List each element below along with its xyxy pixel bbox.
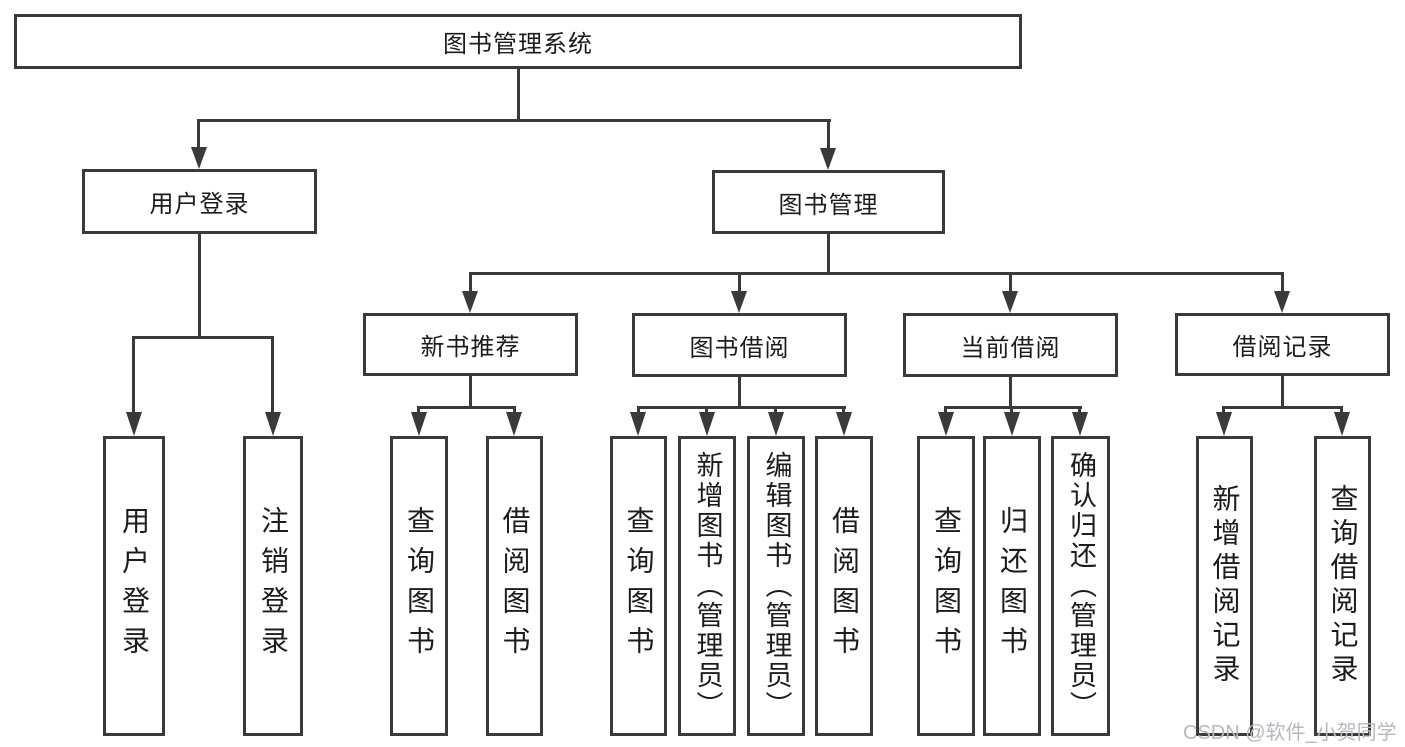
connector-line: [513, 406, 516, 414]
node-label: 新增图书（管理员）: [692, 451, 723, 721]
node-label: 用户登录: [119, 506, 150, 666]
node-current-borrow: 当前借阅: [903, 313, 1118, 377]
node-book-borrow: 图书借阅: [632, 313, 847, 377]
leaf-logout: 注销登录: [243, 436, 303, 736]
node-label: 借阅图书: [829, 506, 860, 666]
connector-line: [1078, 406, 1081, 414]
node-label: 查询借阅记录: [1327, 484, 1359, 688]
connector-line: [705, 406, 708, 414]
node-label: 编辑图书（管理员）: [761, 451, 792, 721]
arrow-down-icon: [1002, 291, 1018, 313]
connector-line: [1222, 406, 1343, 409]
connector-line: [944, 406, 1082, 409]
arrow-down-icon: [265, 412, 281, 436]
node-label: 借阅图书: [499, 506, 531, 666]
arrow-down-icon: [1004, 412, 1020, 436]
connector-line: [738, 272, 741, 291]
leaf-borrow-books-recommend: 借阅图书: [486, 436, 543, 736]
connector-line: [1281, 272, 1284, 291]
connector-line: [637, 406, 846, 409]
node-label: 新书推荐: [420, 334, 521, 361]
arrow-down-icon: [938, 412, 954, 436]
leaf-query-books-current: 查询图书: [917, 436, 975, 736]
connector-line: [132, 336, 274, 339]
node-label: 确认归还（管理员）: [1066, 451, 1096, 721]
node-new-book-recommend: 新书推荐: [363, 313, 578, 376]
leaf-query-books-borrow: 查询图书: [610, 436, 667, 736]
connector-line: [738, 377, 741, 409]
node-label: 查询图书: [623, 506, 655, 666]
connector-line: [197, 119, 831, 122]
leaf-query-borrow-record: 查询借阅记录: [1314, 436, 1371, 736]
arrow-down-icon: [768, 412, 784, 436]
leaf-query-books-recommend: 查询图书: [390, 436, 448, 736]
leaf-borrow-books: 借阅图书: [815, 436, 873, 736]
arrow-down-icon: [506, 412, 522, 436]
node-library-management-system: 图书管理系统: [14, 14, 1022, 69]
connector-line: [1222, 406, 1225, 414]
connector-line: [774, 406, 777, 414]
node-label: 图书管理: [778, 191, 879, 219]
connector-line: [197, 119, 200, 149]
leaf-confirm-return-admin: 确认归还（管理员）: [1051, 436, 1110, 736]
node-label: 用户登录: [149, 191, 250, 218]
connector-line: [469, 272, 472, 291]
connector-line: [469, 376, 472, 409]
node-user-login: 用户登录: [82, 169, 317, 234]
connector-line: [842, 406, 845, 414]
arrow-down-icon: [820, 148, 836, 170]
connector-line: [417, 406, 516, 409]
arrow-down-icon: [630, 412, 646, 436]
node-book-management: 图书管理: [712, 170, 945, 234]
node-label: 注销登录: [258, 506, 289, 666]
arrow-down-icon: [191, 147, 207, 169]
connector-line: [827, 234, 830, 275]
connector-line: [1009, 272, 1012, 291]
node-label: 当前借阅: [960, 334, 1061, 362]
leaf-edit-books-admin: 编辑图书（管理员）: [747, 436, 805, 736]
connector-line: [944, 406, 947, 414]
connector-line: [517, 69, 520, 122]
leaf-return-books: 归还图书: [983, 436, 1041, 736]
csdn-watermark: CSDN @软件_小贺同学: [1183, 722, 1397, 744]
arrow-down-icon: [411, 412, 427, 436]
connector-line: [132, 336, 135, 412]
node-label: 图书借阅: [689, 334, 790, 362]
connector-line: [1340, 406, 1343, 414]
leaf-user-login: 用户登录: [103, 436, 165, 736]
node-label: 新增借阅记录: [1209, 484, 1241, 688]
connector-line: [1009, 377, 1012, 409]
leaf-add-borrow-record: 新增借阅记录: [1196, 436, 1253, 736]
connector-line: [1281, 376, 1284, 409]
node-label: 查询图书: [404, 506, 435, 666]
node-label: 借阅记录: [1232, 334, 1333, 361]
arrow-down-icon: [1072, 412, 1088, 436]
arrow-down-icon: [1334, 412, 1350, 436]
connector-line: [198, 234, 201, 339]
connector-line: [469, 272, 1284, 275]
arrow-down-icon: [126, 412, 142, 436]
node-label: 查询图书: [931, 506, 962, 666]
connector-line: [827, 119, 830, 150]
arrow-down-icon: [462, 291, 478, 313]
arrow-down-icon: [731, 291, 747, 313]
arrow-down-icon: [1216, 412, 1232, 436]
connector-line: [637, 406, 640, 414]
node-label: 归还图书: [997, 506, 1028, 666]
node-label: 图书管理系统: [443, 31, 593, 58]
node-borrow-records: 借阅记录: [1175, 313, 1390, 376]
connector-line: [417, 406, 420, 414]
leaf-add-books-admin: 新增图书（管理员）: [678, 436, 736, 736]
arrow-down-icon: [836, 412, 852, 436]
connector-line: [271, 336, 274, 412]
arrow-down-icon: [1274, 291, 1290, 313]
connector-line: [1010, 406, 1013, 414]
arrow-down-icon: [699, 412, 715, 436]
